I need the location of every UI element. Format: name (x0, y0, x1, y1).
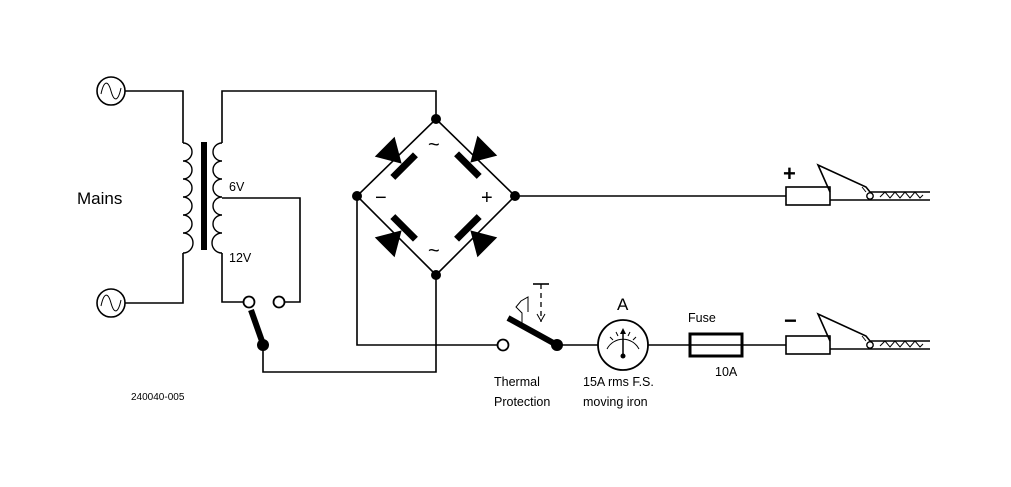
diode-upper-left-icon (374, 136, 418, 180)
bridge-ac-bottom-label: ~ (428, 240, 440, 262)
thermal-label-line1: Thermal (494, 375, 540, 389)
ammeter-label-line1: 15A rms F.S. (583, 375, 654, 389)
figure-id: 240040-005 (131, 392, 185, 403)
transformer-core (201, 142, 207, 250)
bridge-minus-label: − (375, 187, 387, 209)
positive-clip-sign: + (783, 161, 796, 186)
voltage-selector-switch (242, 295, 286, 351)
tap-12v-wire (221, 253, 243, 303)
tap-12v-label: 12V (229, 251, 252, 265)
secondary-wire-top (221, 90, 437, 143)
fuse-rating: 10A (715, 365, 738, 379)
negative-output-wire (356, 196, 497, 346)
bridge-ac-top-label: ~ (428, 134, 440, 156)
diode-upper-right-icon (454, 135, 498, 179)
negative-clip-sign: − (784, 308, 797, 333)
diode-lower-left-icon (374, 214, 418, 258)
positive-clip-icon (785, 163, 930, 206)
mains-source-top-icon (96, 76, 126, 106)
primary-wire-bottom (125, 253, 184, 304)
tap-6v-wire (222, 197, 301, 303)
ammeter-icon (597, 319, 649, 371)
fuse-icon (688, 332, 744, 358)
ammeter-symbol: A (617, 295, 629, 314)
secondary-winding (211, 142, 223, 254)
primary-wire-top (125, 90, 184, 143)
mains-source-bottom-icon (96, 288, 126, 318)
tap-6v-label: 6V (229, 180, 245, 194)
selector-return-wire (262, 282, 437, 373)
negative-clip-icon (785, 312, 930, 355)
bridge-plus-label: + (481, 187, 493, 209)
diode-lower-right-icon (454, 214, 498, 258)
thermal-protection-switch (496, 283, 563, 352)
thermal-label-line2: Protection (494, 395, 550, 409)
primary-winding (182, 142, 194, 254)
ammeter-label-line2: moving iron (583, 395, 648, 409)
mains-label: Mains (77, 189, 122, 208)
fuse-label: Fuse (688, 311, 716, 325)
